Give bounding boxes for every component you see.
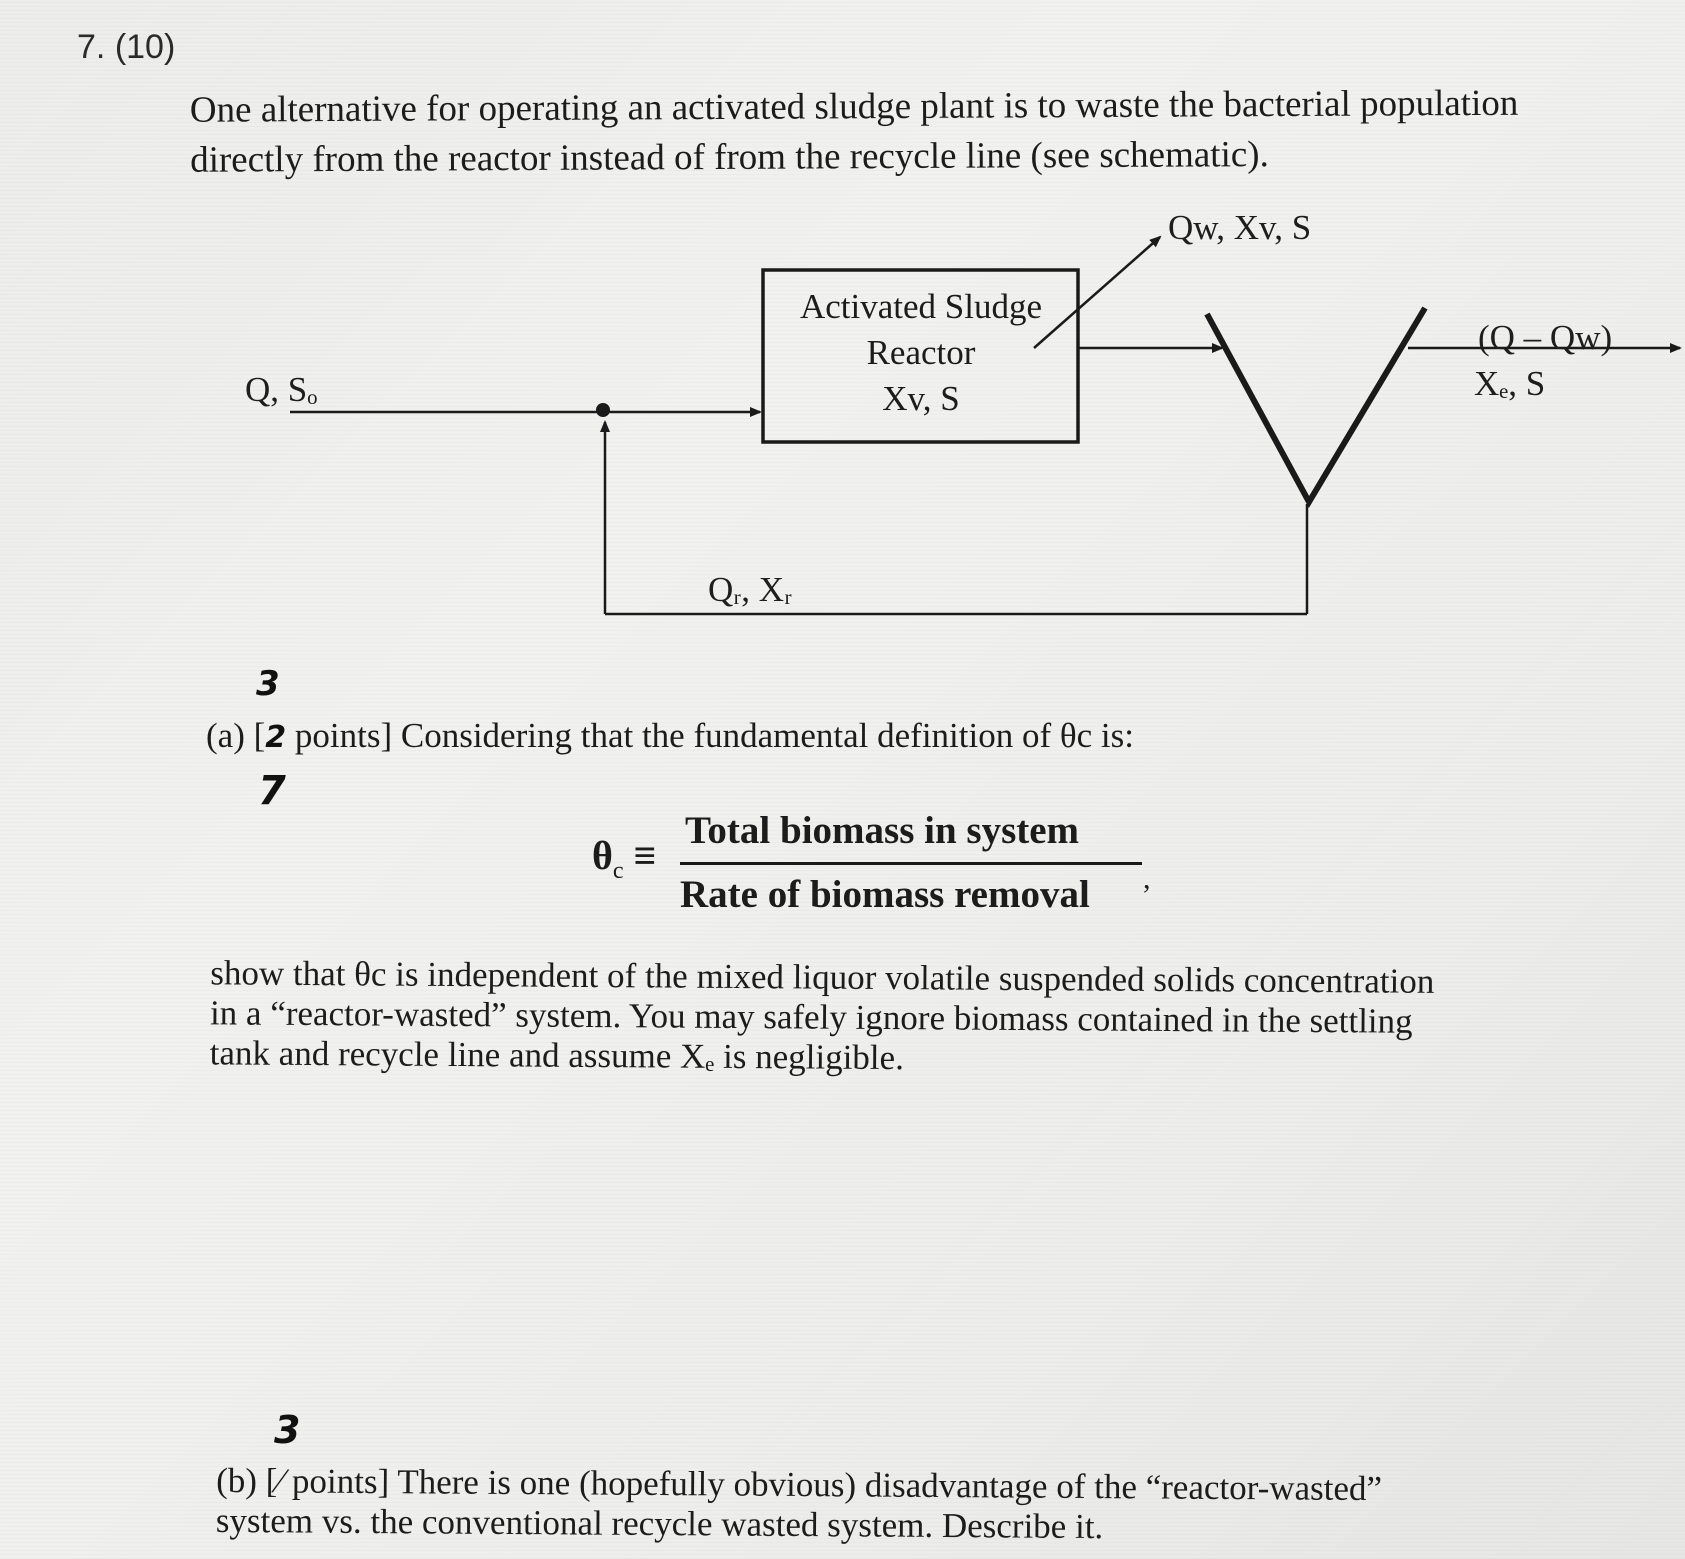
- question-index: 7.: [77, 28, 106, 66]
- theta: θ: [592, 833, 613, 878]
- question-number: 7. (10): [77, 28, 175, 67]
- handwritten-score-a-top: 3: [256, 664, 280, 704]
- formula-comma: ,: [1143, 862, 1151, 895]
- part-a-prompt: (a) [2 points] Considering that the fund…: [206, 716, 1134, 756]
- theta-subscript: c: [612, 858, 624, 884]
- part-a-label: (a) [: [206, 716, 266, 755]
- reactor-contents: Xv, S: [882, 379, 960, 418]
- activated-sludge-schematic: [290, 235, 1682, 616]
- handwritten-score-a-bottom: 7: [258, 768, 286, 814]
- effluent-flow-label: (Q – Qw): [1478, 318, 1613, 357]
- question-points: (10): [114, 28, 176, 66]
- crossed-out-points: 2: [265, 720, 287, 755]
- junction-dot: [596, 403, 610, 417]
- reactor-label: Activated Sludge Reactor Xv, S: [762, 284, 1080, 422]
- influent-label: Q, Sₒ: [245, 370, 318, 409]
- equiv-operator: ≡: [633, 833, 657, 878]
- reactor-title-line-1: Activated Sludge: [799, 287, 1043, 326]
- clarifier-shape: [1204, 306, 1428, 509]
- effluent-conc-label: Xₑ, S: [1474, 364, 1546, 403]
- formula-numerator: Total biomass in system: [685, 809, 1080, 852]
- theta-c-symbol: θc ≡: [592, 832, 656, 885]
- handwritten-score-b: 3: [274, 1408, 301, 1452]
- part-a-body: show that θc is independent of the mixed…: [210, 953, 1551, 1082]
- part-b-prompt: (b) [∕ points] There is one (hopefully o…: [216, 1461, 1382, 1549]
- part-b-line-2: system vs. the conventional recycle wast…: [215, 1500, 1104, 1547]
- recycle-label: Qᵣ, Xᵣ: [708, 570, 793, 609]
- reactor-box: [761, 268, 1080, 444]
- waste-line: [1033, 235, 1162, 349]
- waste-stream-label: Qw, Xv, S: [1168, 208, 1312, 247]
- part-a-points-text: points] Considering that the fundamental…: [286, 716, 1135, 755]
- reactor-title-line-2: Reactor: [866, 333, 976, 372]
- fraction-bar: [680, 862, 1142, 865]
- formula-denominator: Rate of biomass removal: [680, 873, 1090, 916]
